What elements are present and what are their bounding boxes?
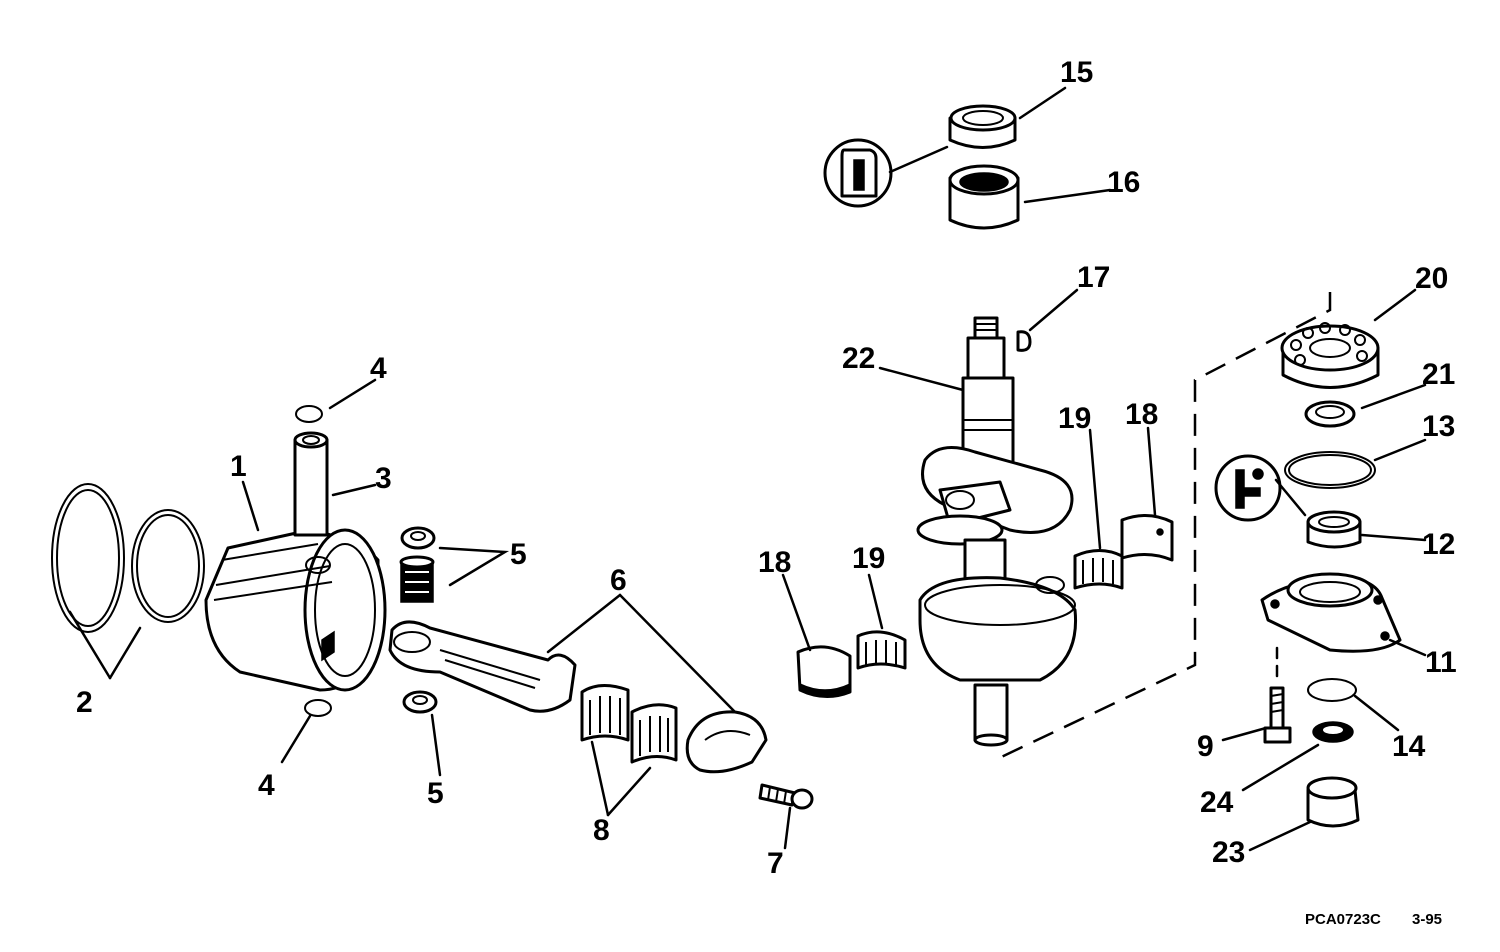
lubricant-icon [823,138,893,208]
callout-15: 15 [1060,56,1093,89]
o-ring [1284,451,1376,489]
callout-20: 20 [1415,262,1448,295]
wrist-pin [293,431,329,537]
drawing-date: 3-95 [1412,911,1442,928]
assembly-boundary-line [994,292,1332,762]
callout-18-left: 18 [758,546,791,579]
callout-6: 6 [610,564,627,597]
main-bearing-cage-left [856,630,907,670]
callout-1: 1 [230,450,247,483]
retaining-ring-bottom [304,699,332,717]
wrist-pin-needle-bearing [399,555,435,603]
lower-seal [1306,510,1362,549]
leader-lines [68,86,1427,852]
callout-23: 23 [1212,836,1245,869]
piston-ring-lower [131,509,205,623]
upper-seal [948,104,1017,149]
piston [204,528,387,692]
callout-7: 7 [767,847,784,880]
retaining-washer [1304,400,1356,428]
thrust-washer-top [400,526,436,550]
callout-5-top: 5 [510,538,527,571]
connecting-rod [388,620,577,713]
callout-4-top: 4 [370,352,387,385]
callout-8: 8 [593,814,610,847]
drawing-code: PCA0723C [1305,911,1381,928]
callout-16: 16 [1107,166,1140,199]
callout-3: 3 [375,462,392,495]
woodruff-key [1016,330,1032,352]
crankshaft-seal [1312,721,1354,743]
upper-needle-bearing [948,164,1020,230]
callout-14: 14 [1392,730,1426,763]
callout-11: 11 [1425,646,1457,679]
callout-21: 21 [1422,358,1455,391]
lower-bearing-housing [1260,572,1402,653]
housing-screw [1263,686,1292,744]
callout-5-bottom: 5 [427,777,444,810]
callout-labels: 15 16 17 22 19 18 18 19 20 21 13 12 11 1… [76,56,1457,880]
callout-4-bottom: 4 [258,769,275,802]
callout-2: 2 [76,686,93,719]
callout-19-right: 19 [1058,402,1091,435]
callout-12: 12 [1422,528,1455,561]
connecting-rod-cap [685,710,768,774]
retaining-ring-top [295,405,323,423]
callout-17: 17 [1077,261,1110,294]
callout-22: 22 [842,342,875,375]
crankpin-bearing-cage-left [580,684,630,742]
rod-cap-screw [758,783,814,810]
callout-9: 9 [1197,730,1214,763]
sealant-icon [1214,454,1282,522]
main-bearing-liner-left [796,645,852,698]
thrust-washer-bottom [402,690,438,714]
piston-ring-upper [51,483,125,633]
crankshaft [916,316,1078,747]
seal-cap [1306,776,1360,828]
ball-bearing [1280,322,1380,389]
main-bearing-liner-right [1120,514,1174,562]
callout-19-left: 19 [852,542,885,575]
callout-24: 24 [1200,786,1234,819]
small-o-ring [1307,678,1357,702]
crankpin-bearing-cage-right [630,703,678,764]
main-bearing-cage-right [1073,549,1124,590]
callout-18-right: 18 [1125,398,1158,431]
callout-13: 13 [1422,410,1455,443]
